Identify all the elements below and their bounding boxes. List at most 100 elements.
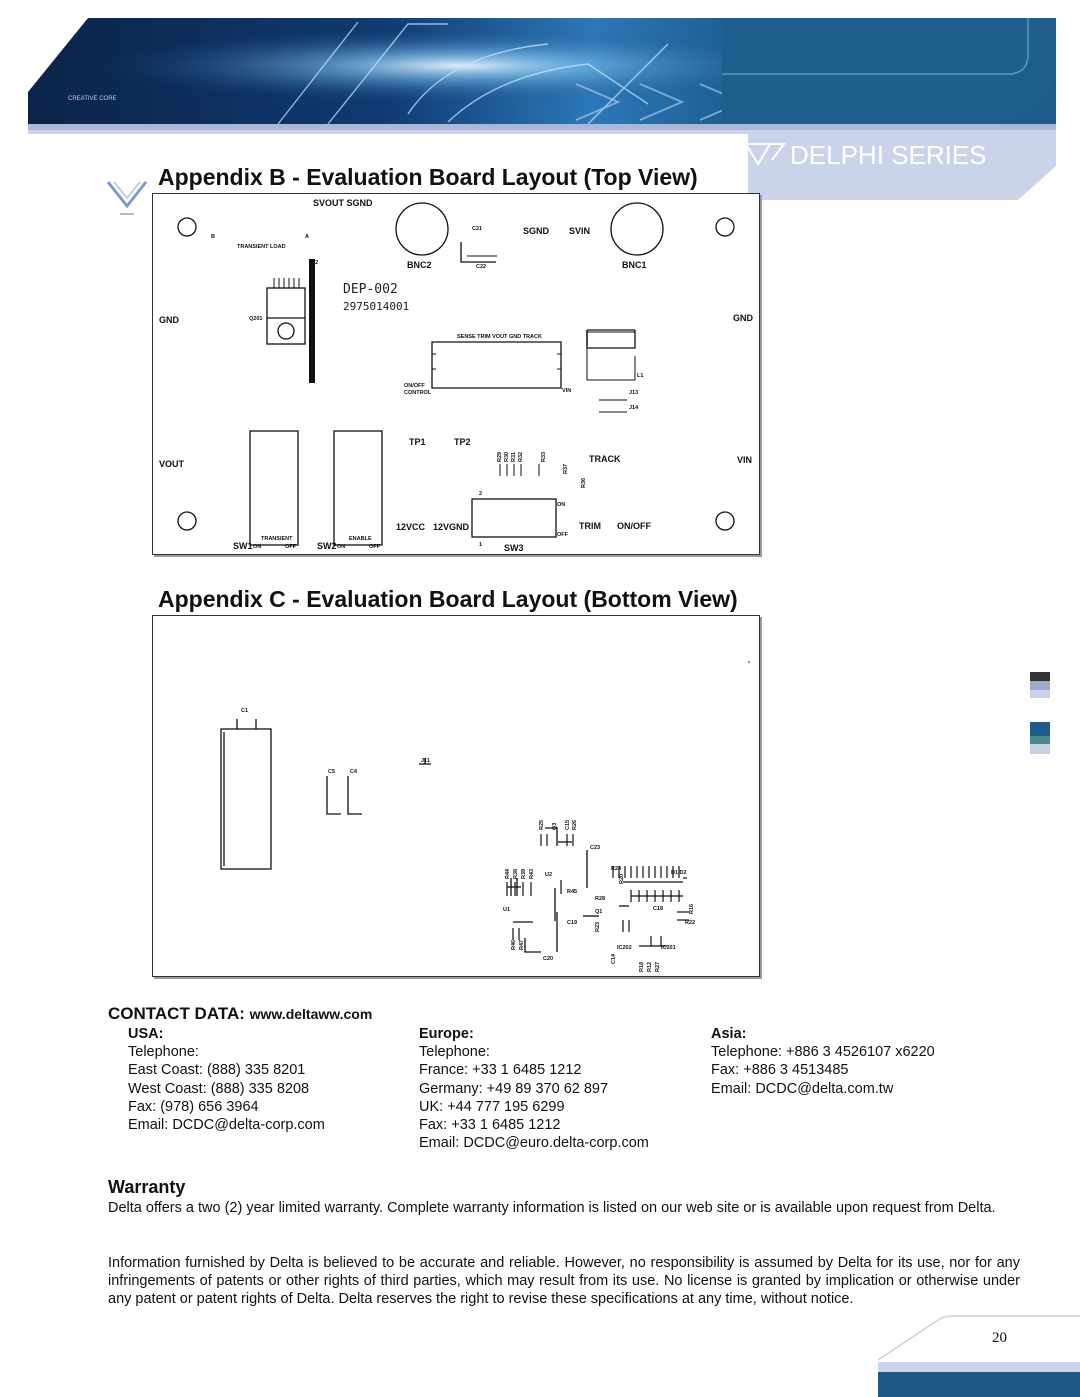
label-bnc2: BNC2 [407, 260, 432, 270]
label-r39: R39 [521, 869, 527, 879]
contact-usa: USA: Telephone: East Coast: (888) 335 82… [128, 1025, 325, 1134]
label-q1: Q1 [595, 909, 602, 915]
chevron-down-icon [106, 181, 148, 215]
appendix-b-title: Appendix B - Evaluation Board Layout (To… [158, 164, 698, 190]
label-onoff: ON/OFF [617, 521, 651, 531]
europe-line: Telephone: [419, 1044, 490, 1061]
contact-heading: CONTACT DATA: www.deltaww.com [108, 1004, 372, 1024]
warranty-title: Warranty [108, 1177, 186, 1197]
asia-line: Telephone: +886 3 4526107 x6220 [711, 1044, 935, 1061]
label-c22: C22 [476, 264, 486, 270]
label-track: TRACK [589, 454, 621, 464]
label-tp1: TP1 [409, 437, 426, 447]
label-bnc1: BNC1 [622, 260, 647, 270]
label-r29: R29 [497, 452, 503, 462]
asia-title: Asia: [711, 1026, 747, 1042]
label-vin: VIN [737, 455, 752, 465]
europe-email[interactable]: Email: DCDC@euro.delta-corp.com [419, 1135, 649, 1152]
label-r24: R24 [611, 866, 622, 872]
label-dep-002: DEP-002 [343, 282, 398, 297]
label-c19: C19 [567, 920, 577, 926]
label-r26: R26 [572, 820, 578, 830]
usa-line: East Coast: (888) 335 8201 [128, 1062, 306, 1079]
label-c4: C4 [350, 769, 358, 775]
footer-band [878, 1315, 1080, 1397]
europe-title: Europe: [419, 1026, 474, 1042]
usa-line: Telephone: [128, 1044, 199, 1061]
label-sw3-off: OFF [557, 532, 569, 538]
label-q201: Q201 [249, 316, 262, 322]
label-vin-small: VIN [562, 388, 571, 394]
label-r23: R23 [595, 922, 601, 932]
label-sw3-pin1: 1 [479, 542, 482, 548]
label-sw3: SW3 [504, 543, 524, 553]
label-r20: R20 [619, 874, 625, 884]
label-onoff-control-1: ON/OFF [404, 383, 425, 389]
label-svin: SVIN [569, 226, 590, 236]
europe-line: Germany: +49 89 370 62 897 [419, 1080, 609, 1097]
label-j13: J13 [629, 390, 638, 396]
label-r27: R27 [655, 962, 661, 972]
label-gnd-left: GND [159, 315, 180, 325]
contact-label: CONTACT DATA: [108, 1004, 245, 1023]
label-trim: TRIM [579, 521, 601, 531]
label-r30: R30 [504, 452, 510, 462]
label-u1: U1 [503, 907, 510, 913]
label-sw3-pin2: 2 [479, 491, 482, 497]
page-number: 20 [992, 1330, 1007, 1346]
label-part-number: 2975014001 [343, 300, 409, 313]
label-r28: R28 [595, 896, 605, 902]
label-enable: ENABLE [349, 536, 372, 542]
label-vout: VOUT [159, 459, 185, 469]
label-sw1-on: ON [253, 544, 261, 550]
label-tp2: TP2 [454, 437, 471, 447]
label-12vcc: 12VCC [396, 522, 426, 532]
label-sgnd: SGND [523, 226, 550, 236]
contact-europe: Europe: Telephone: France: +33 1 6485 12… [419, 1025, 649, 1152]
usa-line: West Coast: (888) 335 8208 [128, 1080, 310, 1097]
label-sw1: SW1 [233, 541, 253, 551]
contact-url[interactable]: www.deltaww.com [249, 1006, 373, 1022]
label-l1: L1 [637, 373, 643, 379]
svg-text:CREATIVE CORE: CREATIVE CORE [68, 96, 117, 102]
label-c23: C23 [590, 845, 600, 851]
label-r12: R12 [647, 962, 653, 972]
label-j11: J11 [421, 758, 430, 764]
label-sw2-on: ON [337, 544, 345, 550]
label-r25: R25 [539, 820, 545, 830]
appendix-c-title: Appendix C - Evaluation Board Layout (Bo… [158, 586, 738, 612]
label-j12: J12 [309, 260, 318, 266]
label-r44: R44 [505, 868, 511, 879]
usa-email[interactable]: Email: DCDC@delta-corp.com [128, 1117, 325, 1134]
europe-line: UK: +44 777 195 6299 [419, 1098, 565, 1115]
label-r22: R22 [685, 920, 695, 926]
label-c1: C1 [241, 708, 248, 714]
label-d1-d2: D1 D2 [671, 870, 687, 876]
label-gnd-right: GND [733, 313, 754, 323]
label-r38: R38 [513, 869, 519, 879]
label-c20: C20 [543, 956, 553, 962]
label-r37: R37 [563, 464, 569, 474]
label-transient: TRANSIENT [261, 536, 293, 542]
label-q3: Q3 [552, 823, 558, 830]
usa-line: Fax: (978) 656 3964 [128, 1098, 259, 1115]
asia-email[interactable]: Email: DCDC@delta.com.tw [711, 1080, 894, 1097]
label-transient-load: TRANSIENT LOAD [237, 244, 286, 250]
usa-title: USA: [128, 1026, 164, 1042]
label-b: B [211, 234, 215, 240]
top-view-board: SVOUT SGND B A TRANSIENT LOAD J12 BNC2 B… [152, 193, 760, 555]
bottom-view-board: C1 C5 C4 J11 R25 Q3 C15 R26 C23 R44 R38 … [152, 615, 760, 977]
header-banner: CREATIVE CORE DELPHI SERIES [28, 18, 1056, 200]
label-r32: R32 [518, 452, 524, 462]
label-u2: U2 [545, 872, 552, 878]
label-r45: R45 [567, 889, 577, 895]
label-sw3-on: ON [557, 502, 565, 508]
label-ic201: IC201 [661, 945, 676, 951]
label-a: A [305, 234, 309, 240]
label-r47: R47 [519, 940, 525, 950]
label-r36: R36 [581, 478, 587, 488]
europe-line: France: +33 1 6485 1212 [419, 1062, 582, 1079]
label-sw1-off: OFF [285, 544, 297, 550]
label-sw2: SW2 [317, 541, 337, 551]
label-r46: R46 [511, 940, 517, 950]
